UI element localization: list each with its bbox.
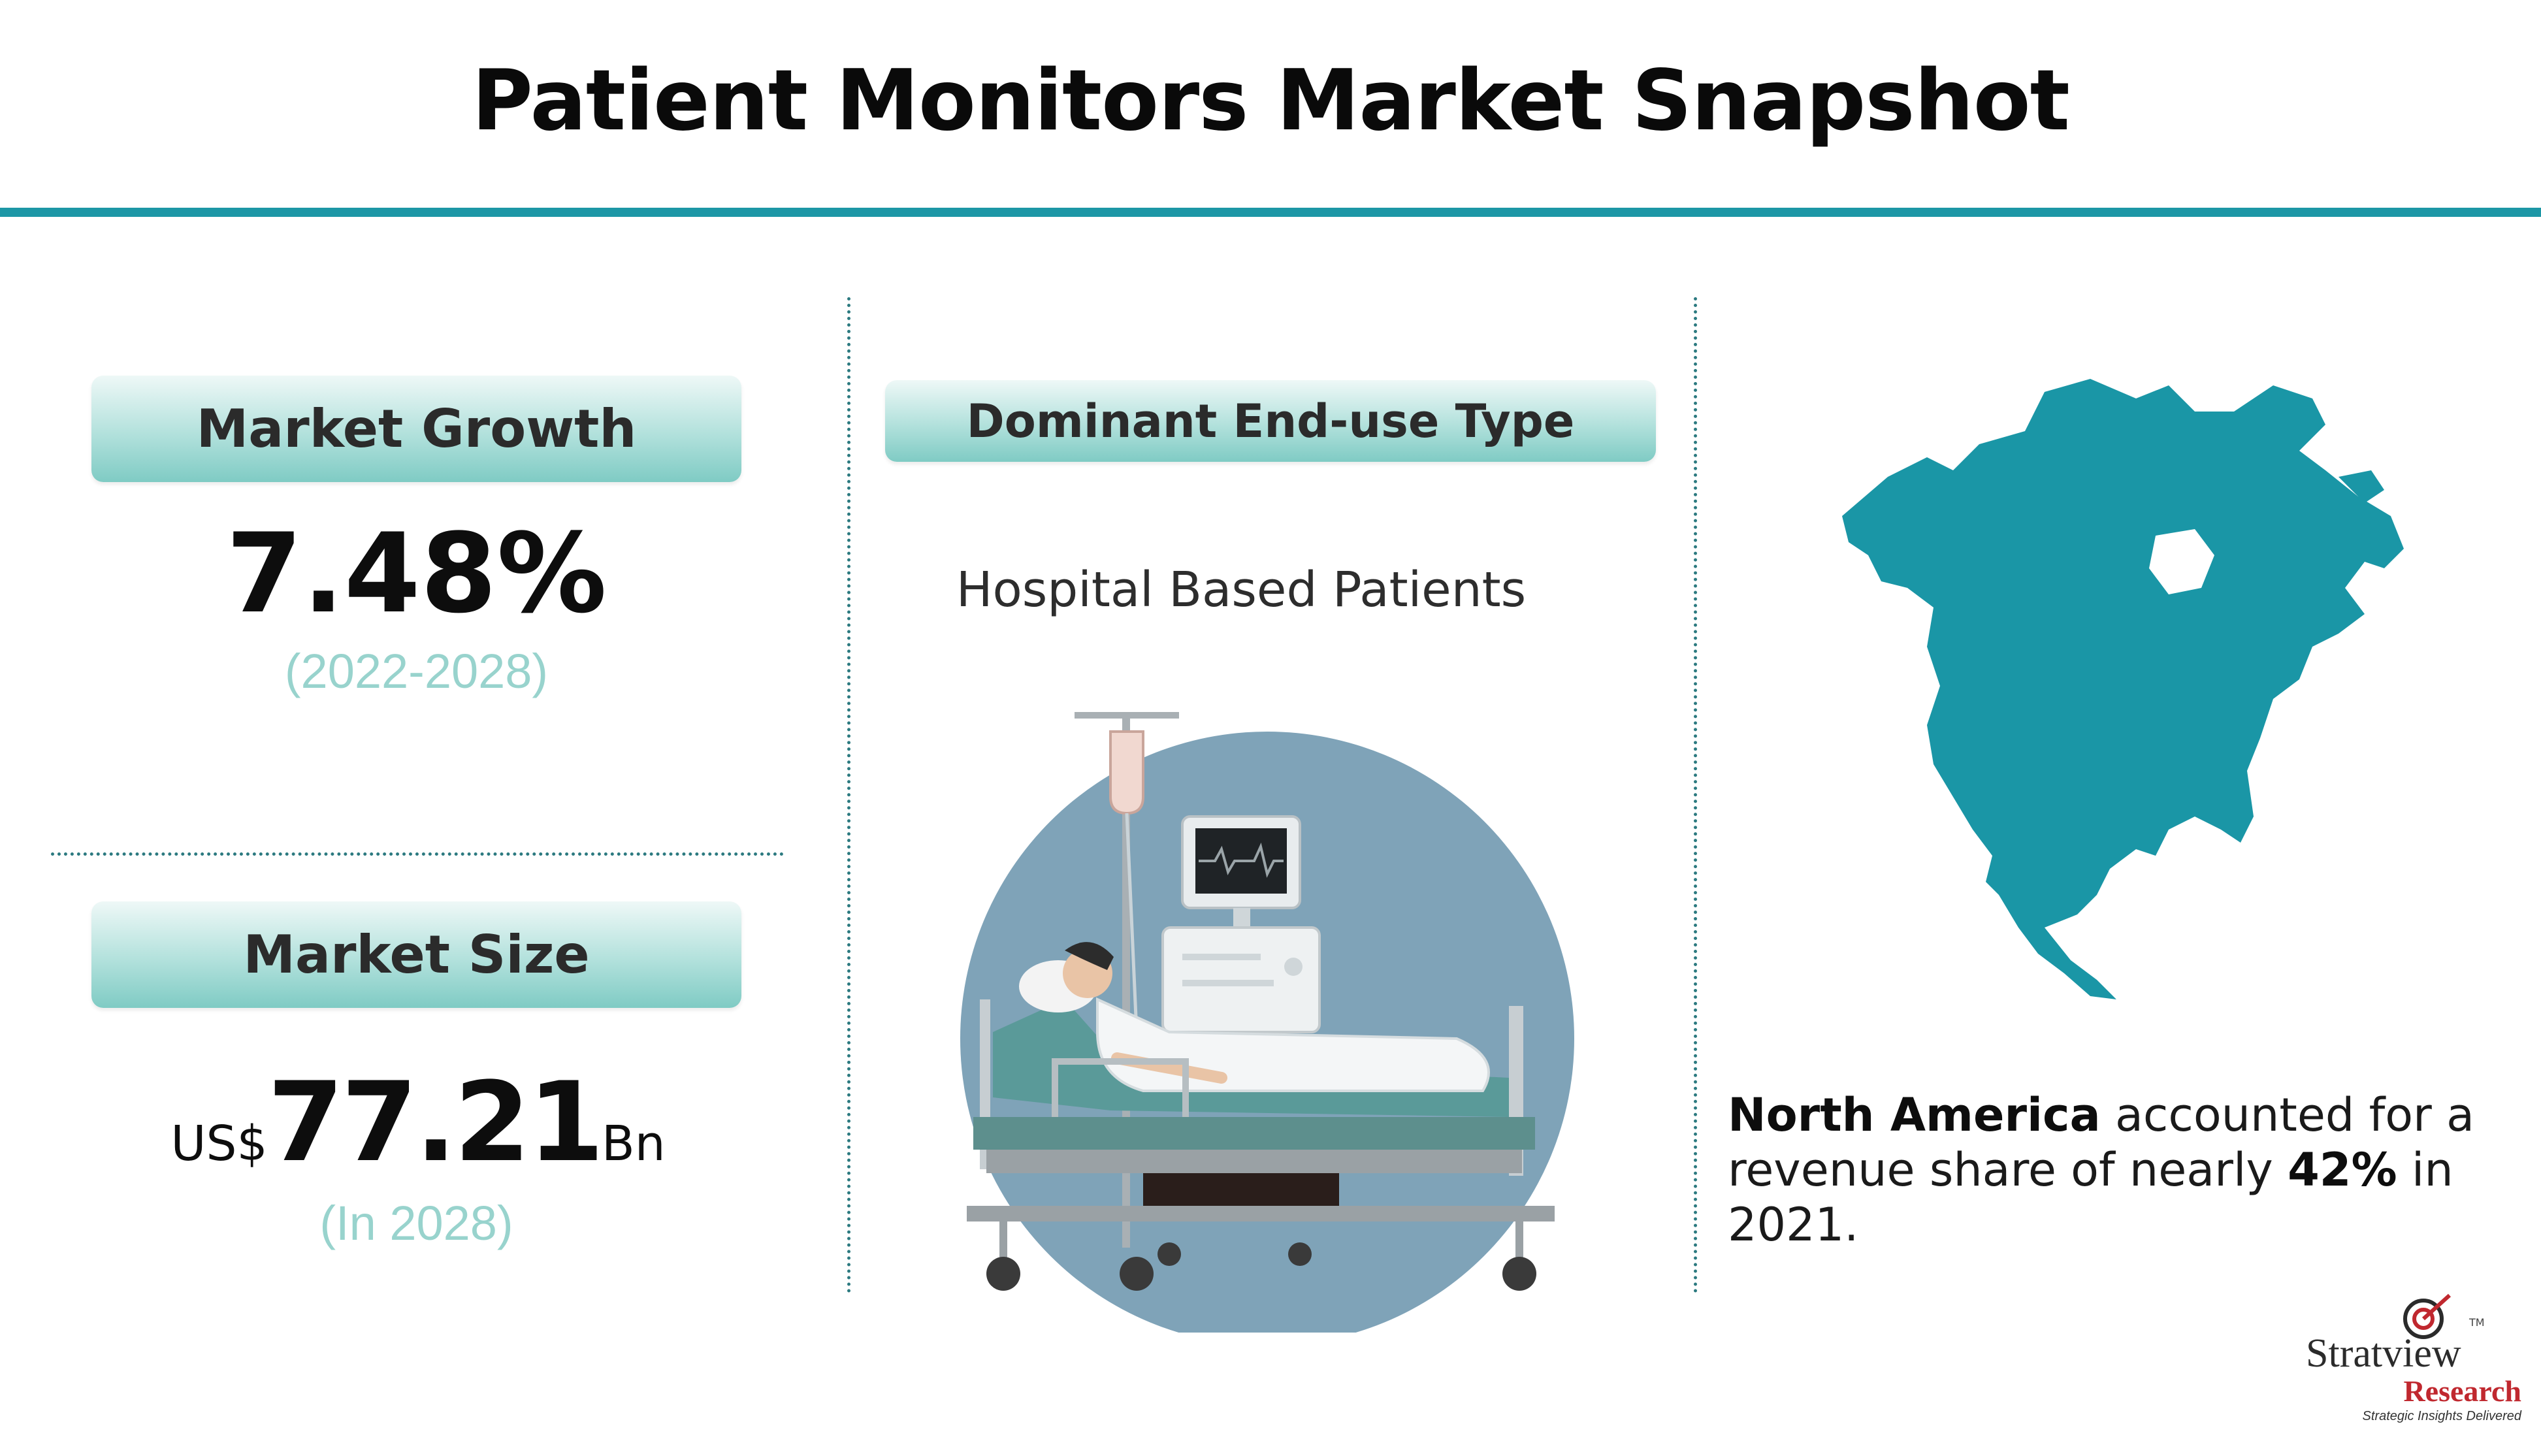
page-title: Patient Monitors Market Snapshot [472, 52, 2070, 150]
row-divider [51, 852, 784, 856]
market-growth-label: Market Growth [91, 376, 741, 482]
market-size-label: Market Size [91, 901, 741, 1008]
hospital-bed-illustration [947, 692, 1600, 1346]
market-size-currency: US$ [170, 1116, 268, 1172]
region-text-before: accounted for a revenue share of nearly [1728, 1088, 2474, 1197]
region-summary: North America accounted for a revenue sh… [1728, 1088, 2479, 1252]
region-name: North America [1728, 1088, 2101, 1142]
market-size-unit: Bn [601, 1116, 666, 1172]
logo-tm: TM [2469, 1316, 2485, 1329]
logo-research: Research [2403, 1374, 2521, 1408]
stratview-logo: Stratview TM Research Strategic Insights… [2306, 1290, 2521, 1434]
column-divider-left [847, 297, 850, 1293]
end-use-value: Hospital Based Patients [956, 562, 1527, 618]
market-size-number: 77.21 [267, 1058, 604, 1186]
region-share: 42% [2288, 1143, 2397, 1197]
market-growth-period: (2022-2028) [284, 644, 549, 698]
title-divider [0, 208, 2541, 217]
market-size-year: (In 2028) [319, 1196, 513, 1250]
target-icon [2403, 1293, 2452, 1339]
north-america-map-icon [1829, 372, 2417, 1002]
logo-name: Stratview [2306, 1331, 2461, 1376]
region-text-after: in 2021. [1728, 1143, 2453, 1252]
end-use-label: Dominant End-use Type [885, 380, 1656, 462]
market-growth-value: 7.48% [226, 510, 607, 638]
logo-tagline: Strategic Insights Delivered [2362, 1409, 2521, 1423]
column-divider-right [1694, 297, 1697, 1293]
market-size-value: US$ 77.21 Bn [91, 1058, 745, 1186]
